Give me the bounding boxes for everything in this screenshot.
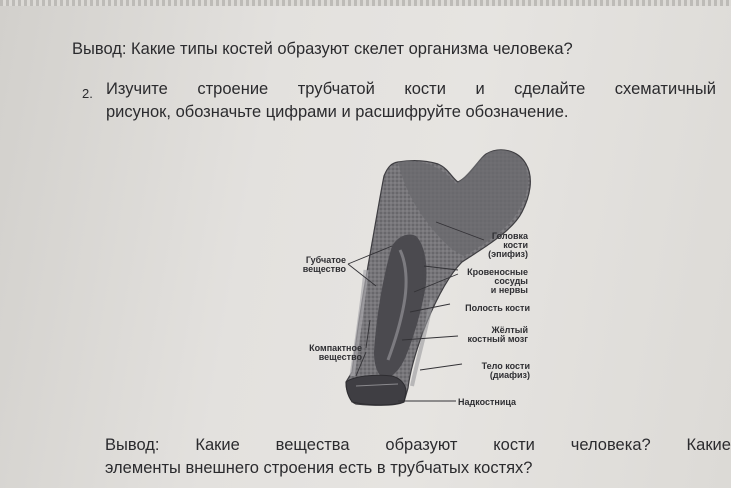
label-bone-cavity: Полость кости <box>465 303 530 313</box>
top-border <box>0 0 731 6</box>
task-word: строение <box>197 80 269 98</box>
bone-head <box>398 149 529 256</box>
conclusion-word: Вывод: <box>105 436 160 454</box>
task-line-1: Изучите строение трубчатой кости и сдела… <box>106 80 716 99</box>
task-word: трубчатой <box>297 80 375 98</box>
conclusion-question-2-line-2: элементы внешнего строения есть в трубча… <box>105 459 533 477</box>
conclusion-question-1: Вывод: Какие типы костей образуют скелет… <box>72 40 573 58</box>
conclusion-word: человека? <box>570 436 651 454</box>
label-spongy-substance: Губчатое вещество <box>302 255 346 274</box>
task-word: схематичный <box>614 80 716 98</box>
label-bone-head-epiphysis: Головка кости (эпифиз) <box>488 231 528 259</box>
conclusion-question-2-line-1: Вывод: Какие вещества образуют кости чел… <box>105 436 731 455</box>
leader-lines <box>347 221 485 402</box>
task-line-2: рисунок, обозначьте цифрами и расшифруйт… <box>106 103 569 121</box>
label-yellow-marrow: Жёлтый костный мозг <box>467 325 528 344</box>
bone-marrow-streak <box>386 249 408 361</box>
task-word: и <box>475 80 485 98</box>
task-number: 2. <box>82 86 93 101</box>
label-periosteum: Надкостница <box>458 397 517 407</box>
label-blood-vessels-nerves: Кровеносные сосуды и нервы <box>467 267 528 295</box>
bone-cut-end <box>345 374 407 406</box>
task-word: кости <box>404 80 446 98</box>
conclusion-word: образуют <box>385 436 458 454</box>
task-word: сделайте <box>514 80 586 98</box>
conclusion-word: кости <box>493 436 535 454</box>
label-bone-body-diaphysis: Тело кости (диафиз) <box>481 361 530 380</box>
bone-cavity <box>374 234 427 378</box>
compact-layer <box>349 269 369 377</box>
task-word: Изучите <box>106 80 168 98</box>
conclusion-word: Какие <box>195 436 240 454</box>
conclusion-word: вещества <box>275 436 350 454</box>
label-compact-substance: Компактное вещество <box>309 343 362 362</box>
conclusion-word: Какие <box>686 436 731 454</box>
